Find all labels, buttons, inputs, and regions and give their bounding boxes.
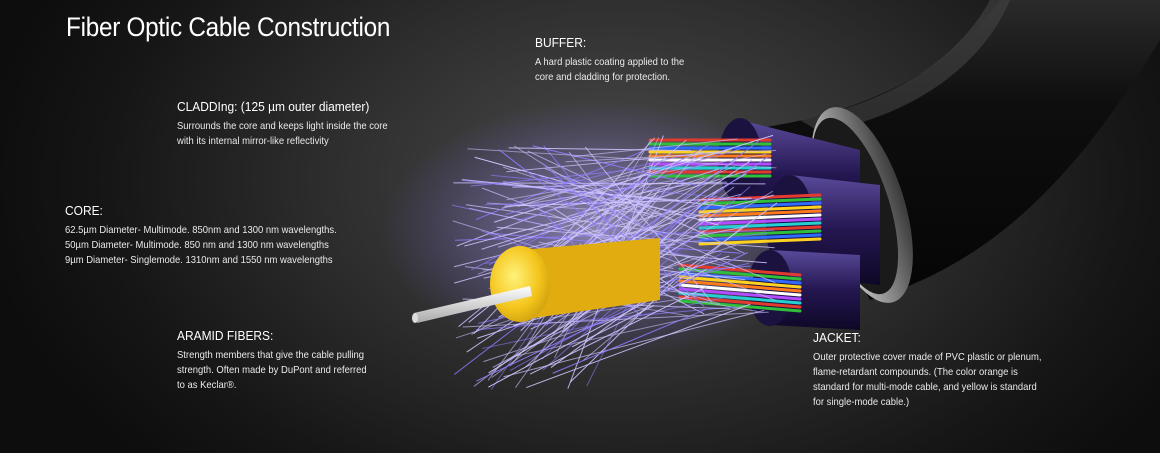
colored-fiber bbox=[678, 287, 802, 301]
colored-fiber bbox=[678, 263, 802, 277]
colored-fiber bbox=[678, 279, 802, 293]
glowing-fiber bbox=[512, 305, 746, 358]
glowing-fiber bbox=[494, 134, 774, 223]
glowing-fiber bbox=[517, 163, 705, 222]
jacket-heading: JACKET: bbox=[813, 330, 861, 345]
glowing-fiber bbox=[502, 180, 673, 209]
glowing-fiber bbox=[498, 167, 757, 248]
glowing-fiber bbox=[526, 303, 751, 389]
aramid-fibers-label: ARAMID FIBERS: Strength members that giv… bbox=[177, 328, 388, 393]
jacket-line: for single-mode cable.) bbox=[813, 396, 910, 408]
cladding-label: CLADDIng: (125 µm outer diameter) Surrou… bbox=[177, 99, 411, 149]
glowing-fiber bbox=[571, 304, 655, 348]
aramid-line: Strength members that give the cable pul… bbox=[177, 349, 365, 361]
glowing-fiber bbox=[532, 145, 696, 186]
buffer-description: A hard plastic coating applied to the co… bbox=[535, 55, 684, 85]
colored-fiber bbox=[698, 237, 822, 246]
buffer-line: A hard plastic coating applied to the bbox=[535, 56, 685, 68]
aramid-line: strength. Often made by DuPont and refer… bbox=[177, 364, 367, 376]
glowing-fiber bbox=[464, 195, 656, 247]
cladding-heading: CLADDIng: (125 µm outer diameter) bbox=[177, 99, 370, 114]
glowing-fiber bbox=[503, 166, 653, 219]
buffer-line: core and cladding for protection. bbox=[535, 71, 671, 83]
colored-fiber bbox=[698, 221, 822, 230]
colored-fiber bbox=[698, 201, 822, 210]
cladding-line: Surrounds the core and keeps light insid… bbox=[177, 120, 388, 132]
central-glass-fiber bbox=[414, 286, 532, 323]
colored-fiber bbox=[678, 283, 802, 297]
aramid-description: Strength members that give the cable pul… bbox=[177, 348, 367, 393]
glowing-fiber bbox=[565, 149, 777, 163]
glowing-fiber bbox=[462, 311, 769, 328]
colored-fiber-bundles bbox=[648, 138, 822, 313]
cladding-description: Surrounds the core and keeps light insid… bbox=[177, 119, 388, 149]
jacket-line: standard for multi-mode cable, and yello… bbox=[813, 381, 1037, 393]
jacket-description: Outer protective cover made of PVC plast… bbox=[813, 350, 1041, 410]
colored-fiber bbox=[698, 197, 822, 206]
jacket-line: flame-retardant compounds. (The color or… bbox=[813, 366, 1018, 378]
glowing-fiber bbox=[574, 138, 738, 158]
buffer-label: BUFFER: A hard plastic coating applied t… bbox=[535, 35, 701, 85]
buffer-heading: BUFFER: bbox=[535, 35, 587, 50]
colored-fiber bbox=[678, 275, 802, 289]
glowing-fiber bbox=[583, 225, 744, 361]
glowing-fiber bbox=[476, 252, 749, 382]
glowing-fiber bbox=[508, 147, 692, 152]
colored-fiber bbox=[698, 209, 822, 218]
glowing-fiber bbox=[502, 180, 706, 218]
glowing-fiber bbox=[550, 202, 778, 368]
glowing-fiber bbox=[552, 308, 706, 374]
colored-fiber bbox=[698, 213, 822, 222]
buffer-tube-lower bbox=[748, 250, 860, 330]
jacket-line: Outer protective cover made of PVC plast… bbox=[813, 351, 1042, 363]
colored-fiber bbox=[698, 229, 822, 238]
glowing-fiber bbox=[509, 253, 722, 371]
colored-fiber bbox=[698, 205, 822, 214]
page-title: Fiber Optic Cable Construction bbox=[66, 12, 391, 42]
aramid-core bbox=[520, 238, 660, 320]
jacket-label: JACKET: Outer protective cover made of P… bbox=[813, 330, 1067, 410]
colored-fiber bbox=[698, 217, 822, 226]
glowing-fiber bbox=[471, 175, 651, 271]
core-heading: CORE: bbox=[65, 203, 103, 218]
glowing-fiber bbox=[467, 148, 777, 169]
aramid-heading: ARAMID FIBERS: bbox=[177, 328, 274, 343]
aramid-core-face bbox=[490, 246, 550, 322]
colored-fiber bbox=[698, 233, 822, 242]
glowing-fiber bbox=[481, 177, 705, 250]
core-line: 62.5µm Diameter- Multimode. 850nm and 13… bbox=[65, 224, 337, 236]
glowing-fiber bbox=[541, 162, 705, 308]
cladding-line: with its internal mirror-like reflectivi… bbox=[177, 135, 329, 147]
colored-fiber bbox=[678, 295, 802, 309]
glowing-fiber bbox=[469, 207, 645, 249]
glowing-fiber bbox=[482, 295, 733, 349]
glowing-fiber bbox=[529, 286, 708, 375]
core-line: 9µm Diameter- Singlemode. 1310nm and 155… bbox=[65, 254, 333, 266]
glowing-fiber bbox=[584, 146, 713, 303]
glowing-fiber bbox=[512, 181, 728, 188]
glowing-fiber bbox=[470, 165, 675, 187]
aramid-line: to as Keclar®. bbox=[177, 379, 237, 391]
core-label: CORE: 62.5µm Diameter- Multimode. 850nm … bbox=[65, 203, 367, 268]
core-line: 50µm Diameter- Multimode. 850 nm and 130… bbox=[65, 239, 329, 251]
glowing-fiber bbox=[475, 306, 735, 331]
core-description: 62.5µm Diameter- Multimode. 850nm and 13… bbox=[65, 223, 337, 268]
